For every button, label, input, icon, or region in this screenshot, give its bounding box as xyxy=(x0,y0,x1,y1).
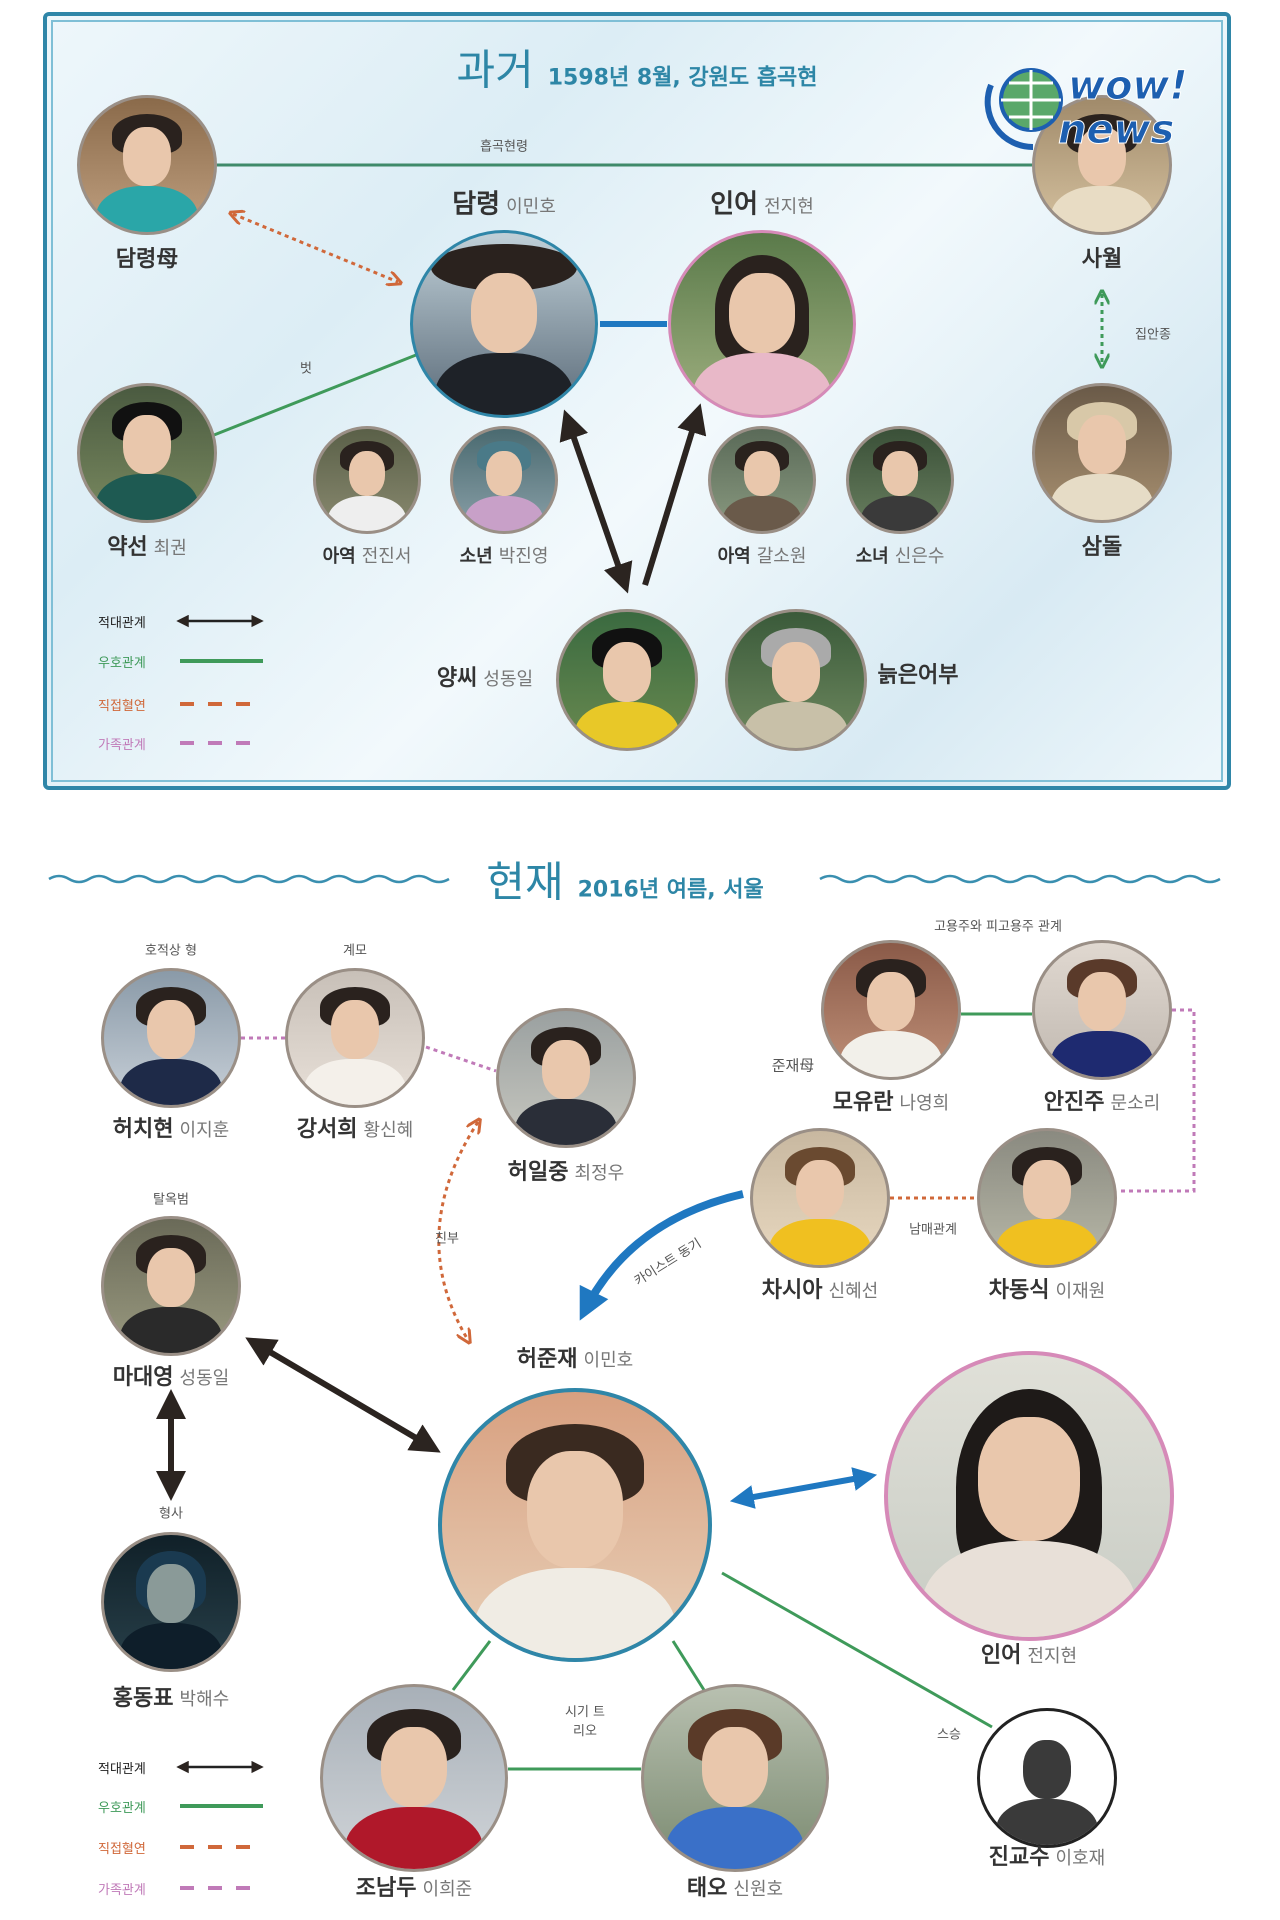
legend-lines-present xyxy=(176,1760,264,1890)
photo-mo-yuran xyxy=(821,940,961,1080)
legend-family: 가족관계 xyxy=(98,737,146,753)
label-sawol: 사월 xyxy=(1081,247,1123,272)
line-friend xyxy=(213,353,417,437)
relation-servant: 집안종 xyxy=(1135,327,1171,343)
wow-news-logo: wow! news xyxy=(973,55,1225,154)
photo-mermaid-past xyxy=(668,230,856,418)
relation-stepmother: 계모 xyxy=(343,943,367,959)
svg-text:news: news xyxy=(1058,107,1174,153)
relation-friend: 벗 xyxy=(300,361,312,377)
line-mother-blood xyxy=(233,214,398,282)
legend-friendly: 우호관계 xyxy=(98,655,146,671)
legend-hostile: 적대관계 xyxy=(98,615,146,631)
relation-fugitive: 탈옥범 xyxy=(153,1192,189,1208)
photo-heo-iljung xyxy=(496,1008,636,1148)
line-yang-mermaid xyxy=(642,403,707,586)
relation-siblings: 남매관계 xyxy=(909,1222,957,1238)
photo-young-damryeong-1 xyxy=(313,426,421,534)
line-yang-damryeong xyxy=(559,409,633,594)
relation-trio: 시기 트리오 xyxy=(565,1705,606,1739)
relation-mentor: 스승 xyxy=(937,1727,961,1743)
photo-young-mermaid-1 xyxy=(708,426,816,534)
line-daeyoung-junjae xyxy=(245,1337,441,1453)
relation-father: 친부 xyxy=(435,1231,459,1247)
globe-icon: wow! news xyxy=(984,63,1188,154)
line-junjae-mermaid xyxy=(729,1467,878,1509)
label-samdol: 삼돌 xyxy=(1081,535,1123,560)
line-junjae-taeo xyxy=(671,1640,706,1691)
photo-yakseon xyxy=(77,383,217,523)
photo-cha-sia xyxy=(750,1128,890,1268)
photo-damryeong-mother xyxy=(77,95,217,235)
photo-young-mermaid-2 xyxy=(846,426,954,534)
line-seohee-iljung xyxy=(425,1045,497,1073)
photo-old-fisherman xyxy=(725,609,867,751)
line-jinju-dongsik xyxy=(1117,1008,1196,1193)
relation-employer: 고용주와 피고용주 관계 xyxy=(934,919,1062,935)
photo-mermaid-present xyxy=(884,1351,1174,1641)
relation-hyeonryeong: 흡곡현령 xyxy=(480,139,528,155)
photo-hong-dongpyo xyxy=(101,1532,241,1672)
photo-young-damryeong-2 xyxy=(450,426,558,534)
relation-junjae-mother: 준재母 xyxy=(771,1056,815,1075)
label-damryeong-mother: 담령母 xyxy=(115,247,179,272)
photo-yangssi xyxy=(556,609,698,751)
photo-samdol xyxy=(1032,383,1172,523)
photo-heo-junjae xyxy=(438,1388,712,1662)
photo-heo-chihyeon xyxy=(101,968,241,1108)
photo-kang-seohee xyxy=(285,968,425,1108)
photo-professor-jin-silhouette xyxy=(977,1708,1117,1848)
photo-damryeong xyxy=(410,230,598,418)
legend-friendly-present: 우호관계 xyxy=(98,1800,146,1816)
line-junjae-professor xyxy=(721,1571,993,1729)
svg-text:wow!: wow! xyxy=(1068,63,1188,109)
photo-an-jinju xyxy=(1032,940,1172,1080)
legend-blood: 직접혈연 xyxy=(98,698,146,714)
relation-detective: 형사 xyxy=(159,1506,183,1522)
photo-jo-namdu xyxy=(320,1684,508,1872)
line-father xyxy=(437,1122,478,1340)
photo-taeo xyxy=(641,1684,829,1872)
line-kaist xyxy=(579,1190,744,1321)
photo-cha-dongsik xyxy=(977,1128,1117,1268)
legend-blood-present: 직접혈연 xyxy=(98,1841,146,1857)
wave-divider-left xyxy=(48,874,450,884)
legend-family-present: 가족관계 xyxy=(98,1882,146,1898)
legend-hostile-present: 적대관계 xyxy=(98,1761,146,1777)
photo-ma-daeyoung xyxy=(101,1216,241,1356)
relation-adopted-brother: 호적상 형 xyxy=(145,943,197,959)
legend-lines-past xyxy=(176,614,264,745)
wave-divider-right xyxy=(819,874,1221,884)
label-old-fisherman: 늙은어부 xyxy=(877,663,959,688)
